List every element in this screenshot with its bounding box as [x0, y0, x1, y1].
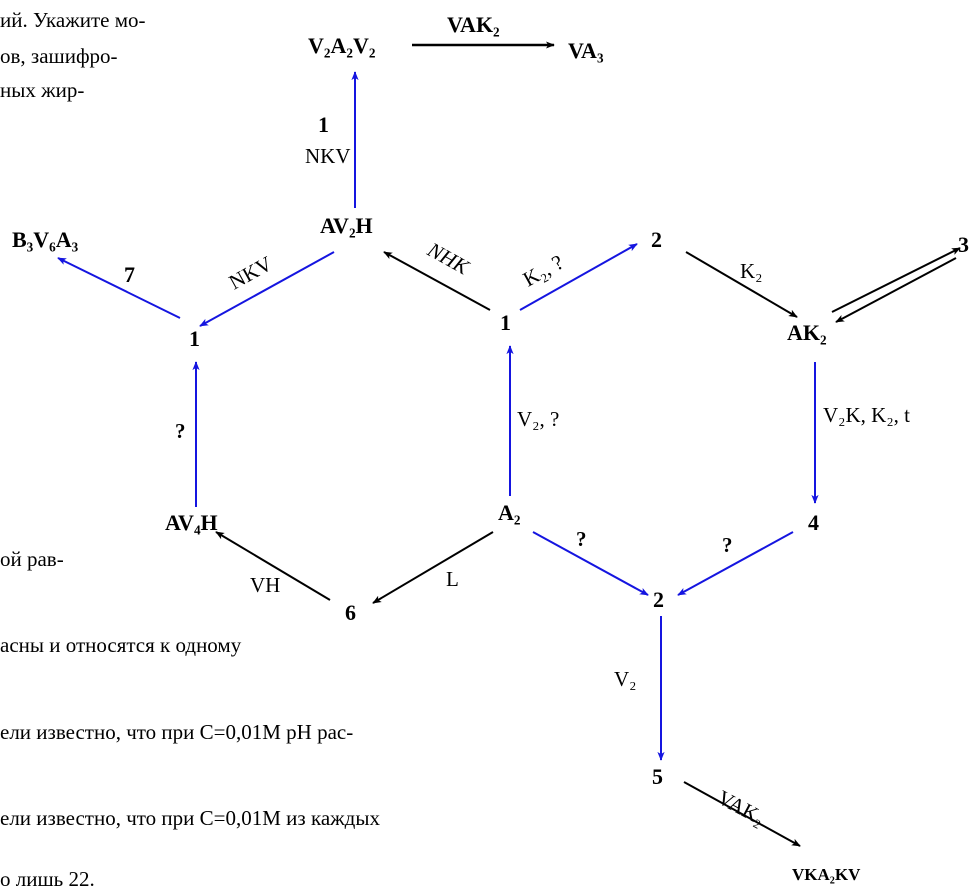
- label-v2: V₂: [614, 667, 637, 691]
- label-l: L: [446, 567, 459, 591]
- node-va3: VA₃: [568, 38, 604, 63]
- text-fragment-6: ели известно, что при С=0,01М рН рас-: [0, 720, 354, 744]
- label-q-four: ?: [722, 533, 733, 557]
- arrow-one-center-to-two-top: [519, 243, 638, 311]
- arrows: [57, 41, 961, 847]
- text-fragment-5: асны и относятся к одному: [0, 633, 242, 657]
- edge-labels: VAK₂ 1 NKV 7 NKV NHK K₂, ? K₂ V₂K, K₂, t…: [124, 12, 910, 830]
- node-one-left: 1: [189, 326, 200, 351]
- node-b3v6a3: B₃V₆A₃: [12, 227, 79, 252]
- arrow-ak2-to-three: [831, 247, 961, 313]
- node-ak2: AK₂: [787, 320, 827, 345]
- node-two-bottom: 2: [653, 587, 664, 612]
- node-three: 3: [958, 232, 969, 257]
- text-fragment-3: ных жир-: [0, 78, 85, 102]
- node-av2h: AV₂H: [320, 213, 373, 238]
- label-one-small: 1: [318, 112, 329, 137]
- node-av4h: AV₄H: [165, 510, 218, 535]
- label-v2k-k2-t: V₂K, K₂, t: [823, 403, 910, 427]
- label-v2q: V₂, ?: [517, 407, 559, 431]
- arrow-a2-to-two-bottom: [532, 531, 649, 596]
- label-vak2-bottom: VAK₂: [714, 785, 770, 830]
- arrow-three-to-ak2: [835, 257, 957, 323]
- label-nkv-top: NKV: [305, 144, 351, 168]
- node-four: 4: [808, 510, 819, 535]
- node-v2a2v2: V₂A₂V₂: [308, 33, 376, 58]
- text-fragment-2: ов, зашифро-: [0, 44, 118, 68]
- arrow-a2-to-six: [372, 531, 494, 604]
- node-two-top: 2: [651, 227, 662, 252]
- arrow-four-to-two-bottom: [677, 531, 794, 596]
- node-five: 5: [652, 764, 663, 789]
- nodes: V₂A₂V₂ VA₃ AV₂H B₃V₆A₃ 1 1 2 3 AK₂ 4 AV₄…: [12, 33, 969, 884]
- arrow-av2h-to-one-left: [199, 251, 335, 327]
- node-six: 6: [345, 600, 356, 625]
- text-fragment-1: ий. Укажите мо-: [0, 8, 146, 32]
- label-q-left: ?: [175, 419, 186, 443]
- label-k2: K₂: [740, 259, 763, 283]
- text-fragment-7: ели известно, что при С=0,01М из каждых: [0, 806, 380, 830]
- label-q-a2: ?: [576, 527, 587, 551]
- arrow-one-left-to-b3v6a3: [57, 257, 181, 319]
- node-a2: A₂: [498, 500, 521, 525]
- arrow-five-to-vka2kv: [683, 781, 801, 847]
- label-vak2-top: VAK₂: [447, 12, 500, 37]
- arrow-six-to-av4h: [215, 531, 331, 601]
- arrow-two-top-to-ak2: [685, 251, 798, 318]
- node-one-center: 1: [500, 310, 511, 335]
- node-vka2kv: VKA₂KV: [792, 865, 861, 884]
- text-fragment-8: о лишь 22.: [0, 867, 95, 889]
- label-nhk: NHK: [423, 237, 474, 280]
- arrow-one-center-to-av2h: [383, 251, 491, 311]
- text-fragment-4: ой рав-: [0, 547, 64, 571]
- label-k2q: K₂, ?: [519, 250, 568, 292]
- label-vh: VH: [250, 573, 280, 597]
- label-seven: 7: [124, 262, 135, 287]
